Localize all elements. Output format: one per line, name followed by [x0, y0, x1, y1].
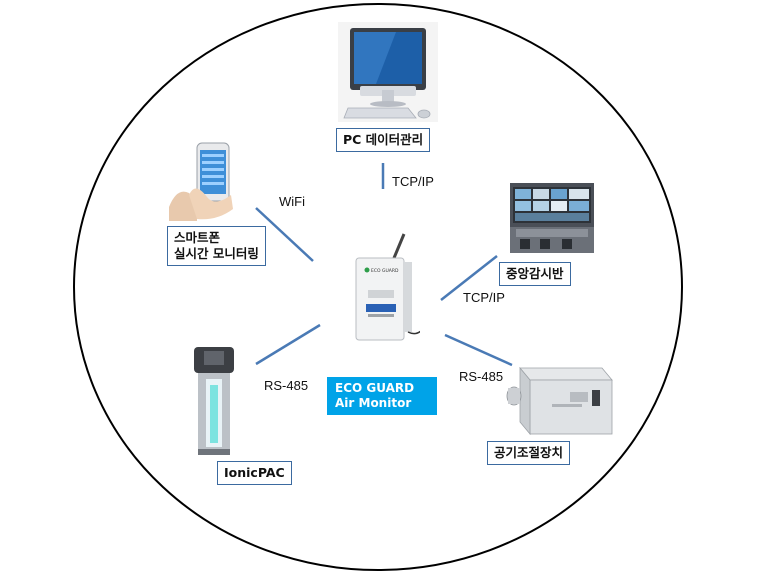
edge-label-control-room: TCP/IP: [463, 290, 505, 305]
edge-line-control-room: [440, 255, 498, 301]
control-room-photo: [510, 183, 594, 253]
hub-label-line1: ECO GUARD: [335, 381, 415, 395]
smartphone-label-line2: 실시간 모니터링: [174, 246, 259, 261]
boundary-circle: [73, 3, 683, 571]
ionicpac-label: IonicPAC: [217, 461, 292, 485]
control-room-label: 중앙감시반: [499, 262, 571, 286]
hub-label-line2: Air Monitor: [335, 396, 412, 410]
edge-label-ionicpac: RS-485: [264, 378, 309, 393]
edge-line-smartphone: [255, 207, 314, 262]
air-handler-label: 공기조절장치: [487, 441, 571, 465]
edge-line-air-handler: [444, 333, 513, 367]
device-brand-text: ECO GUARD: [371, 268, 399, 274]
smartphone-in-hand-icon: [167, 137, 245, 221]
pc-monitor-icon: [338, 22, 438, 122]
eco-guard-air-monitor-label: ECO GUARD Air Monitor: [327, 377, 437, 415]
edge-label-air-handler: RS-485: [459, 369, 504, 384]
ionicpac-device-icon: [194, 347, 234, 455]
eco-guard-device-icon: ECO GUARD: [355, 233, 420, 341]
edge-label-smartphone: WiFi: [279, 194, 305, 209]
edge-line-ionicpac: [255, 323, 321, 366]
smartphone-label-line1: 스마트폰: [174, 230, 221, 245]
pc-data-management-label: PC 데이터관리: [336, 128, 431, 152]
edge-label-pc: TCP/IP: [392, 174, 434, 189]
smartphone-monitoring-label: 스마트폰 실시간 모니터링: [167, 226, 266, 266]
air-handling-unit-icon: [506, 366, 613, 436]
